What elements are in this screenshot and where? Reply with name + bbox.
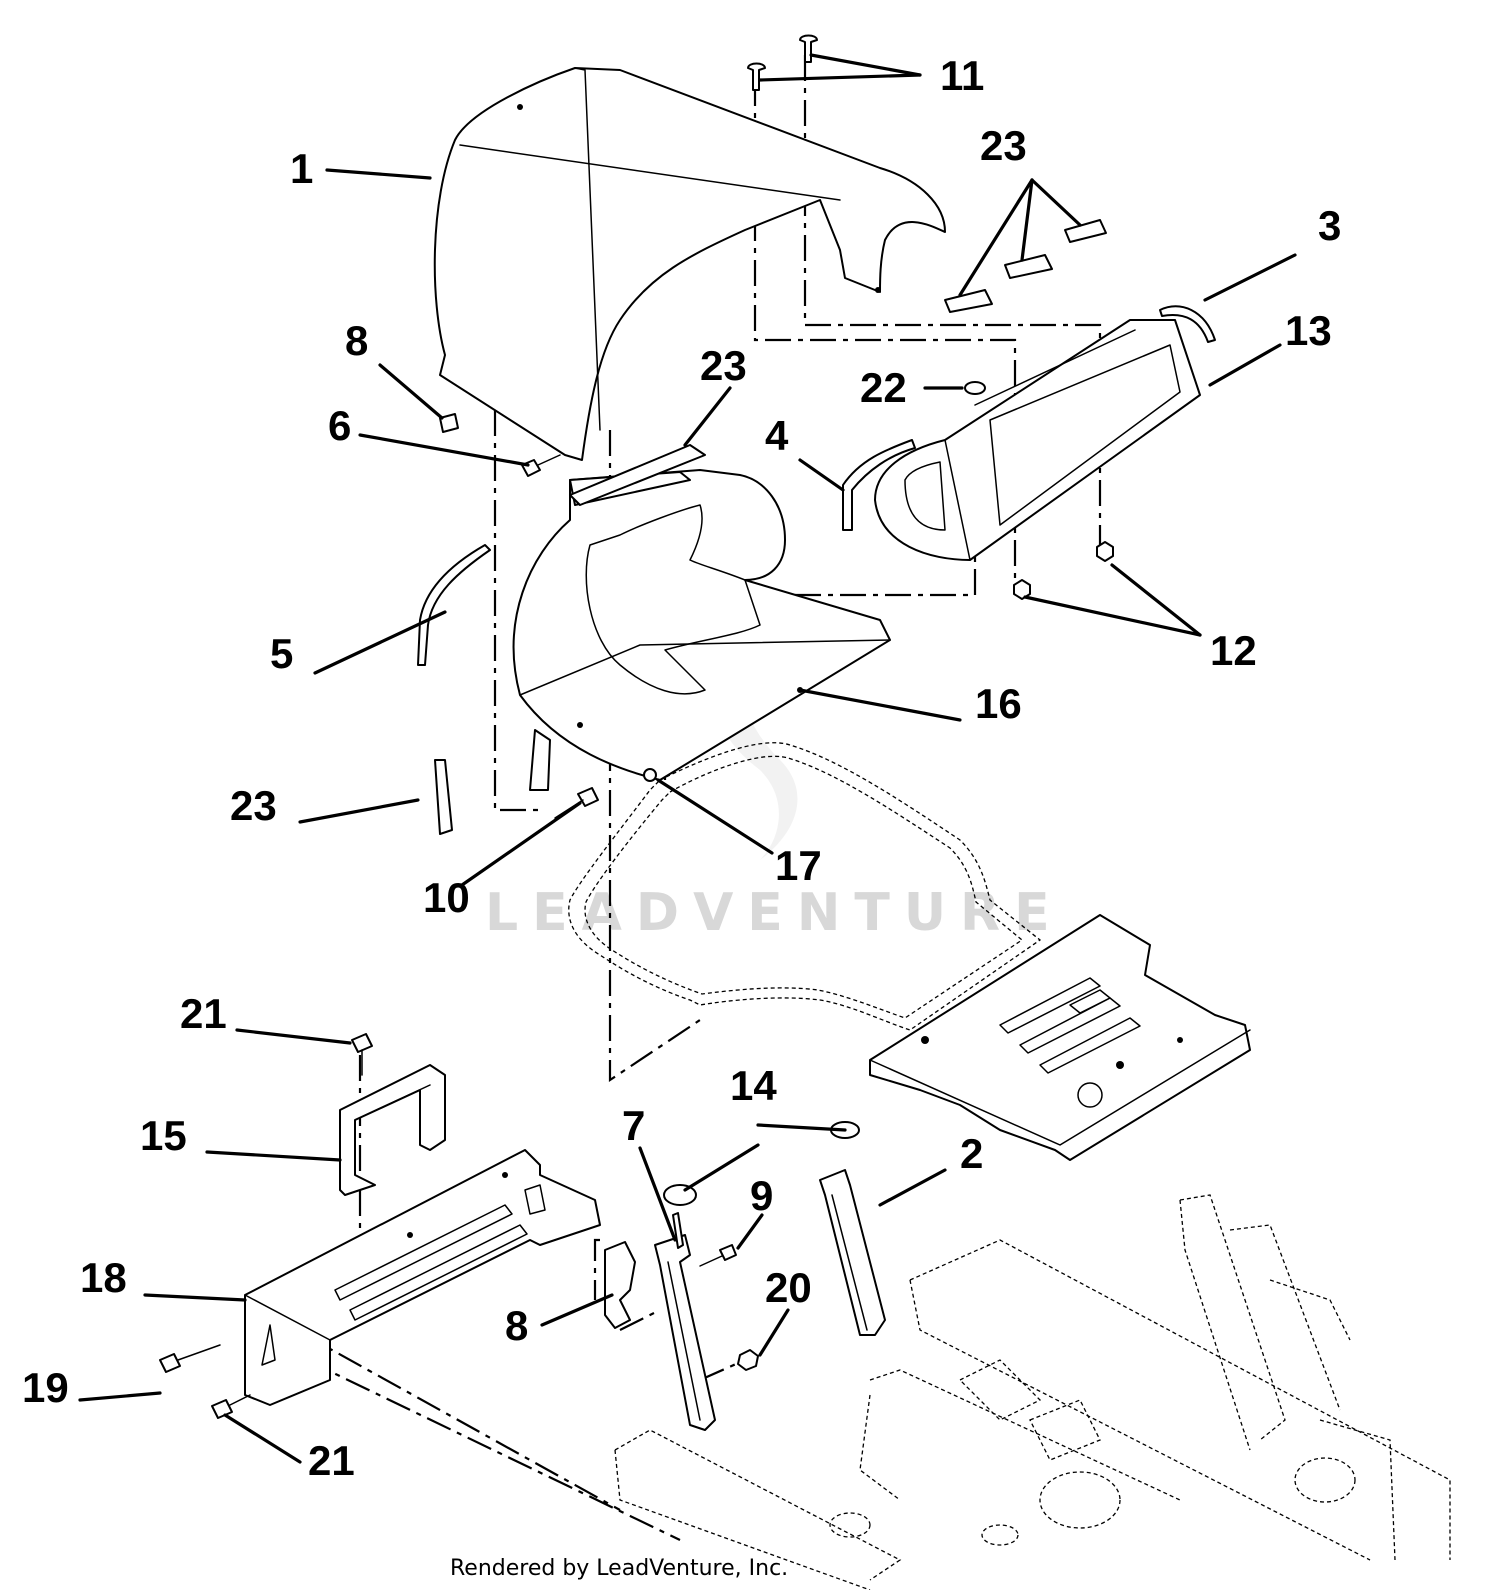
part-13-dash-housing — [874, 319, 1201, 561]
callout-12: 12 — [1210, 627, 1257, 674]
callout-16: 16 — [975, 680, 1022, 727]
footplate — [869, 914, 1251, 1161]
watermark-text: LEADVENTURE — [485, 883, 1064, 943]
part-3-trim-strip — [1159, 305, 1216, 343]
part-16-panel — [512, 469, 891, 791]
part-23-decal-strip — [569, 444, 706, 506]
callout-15: 15 — [140, 1112, 187, 1159]
lower-fasteners — [159, 1344, 251, 1419]
callout-6: 6 — [328, 402, 351, 449]
callout-21-top: 21 — [180, 990, 227, 1037]
part-2-post — [819, 1121, 886, 1336]
callout-8-top: 8 — [345, 317, 368, 364]
render-credit: Rendered by LeadVenture, Inc. — [450, 1556, 789, 1581]
callout-9: 9 — [750, 1172, 773, 1219]
callout-2: 2 — [960, 1130, 983, 1177]
part-23-decals — [944, 219, 1107, 313]
callout-11: 11 — [940, 52, 984, 99]
part-5-trim-strip — [417, 544, 491, 666]
callout-4: 4 — [765, 412, 789, 459]
callout-8-low: 8 — [505, 1302, 528, 1349]
part-18-rail — [244, 1149, 601, 1406]
callout-14: 14 — [730, 1062, 777, 1109]
small-fasteners — [699, 1244, 759, 1371]
part-1-hood — [433, 67, 946, 461]
callout-23-low: 23 — [230, 782, 277, 829]
callout-21-low: 21 — [308, 1437, 355, 1484]
leader-lines — [78, 53, 1297, 1464]
callout-20: 20 — [765, 1264, 812, 1311]
callout-5: 5 — [270, 630, 293, 677]
callout-7: 7 — [622, 1102, 645, 1149]
callout-labels: 1 11 23 3 13 22 23 4 8 6 12 5 16 23 10 1… — [22, 52, 1341, 1484]
callout-1: 1 — [290, 145, 313, 192]
callout-3: 3 — [1318, 202, 1341, 249]
callout-13: 13 — [1285, 307, 1332, 354]
callout-22: 22 — [860, 364, 907, 411]
callout-19: 19 — [22, 1364, 69, 1411]
callout-17: 17 — [775, 842, 822, 889]
callout-18: 18 — [80, 1254, 127, 1301]
part-23-decal-lone — [434, 759, 453, 835]
callout-10: 10 — [423, 874, 470, 921]
frame-outline — [568, 742, 1042, 1031]
part-4-trim-strip — [842, 439, 916, 531]
chassis-outline — [614, 1194, 1451, 1590]
part-8-clip — [604, 1241, 636, 1329]
callout-23-top: 23 — [980, 122, 1027, 169]
part-7-support-leg — [654, 1184, 716, 1431]
callout-23-mid: 23 — [700, 342, 747, 389]
part-15-bracket — [339, 1033, 446, 1196]
